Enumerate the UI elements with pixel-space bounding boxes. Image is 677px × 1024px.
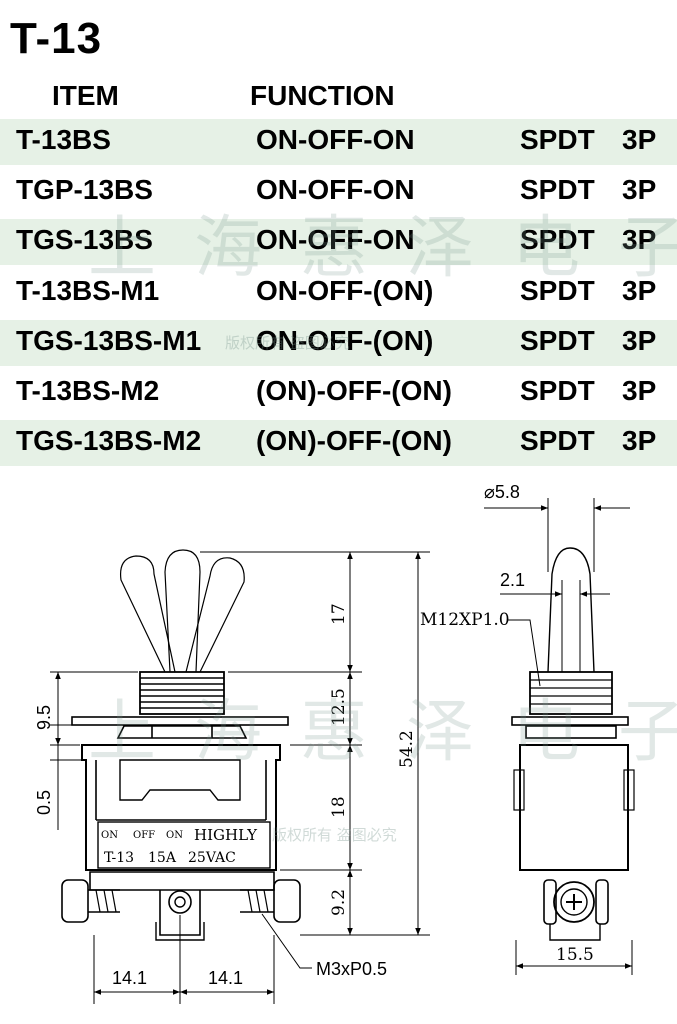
item-cell: TGP-13BS <box>16 174 153 205</box>
dim-18: 18 <box>329 796 349 818</box>
plate-on-right: ON <box>166 830 183 841</box>
plate-voltage: 25VAC <box>188 850 236 866</box>
side-view <box>511 547 635 941</box>
plate-brand: HIGHLY <box>194 826 258 844</box>
type-cell: SPDT <box>520 325 595 356</box>
type-cell: SPDT <box>520 425 595 456</box>
dim-15-5: 15.5 <box>556 945 594 965</box>
dim-2-1: 2.1 <box>500 570 525 590</box>
item-cell: TGS-13BS <box>16 224 153 255</box>
watermark-notice-lower: 版权所有 盗图必究 <box>272 826 397 844</box>
header-function: FUNCTION <box>250 80 395 111</box>
type-cell: SPDT <box>520 275 595 306</box>
item-cell: T-13BS <box>16 124 111 155</box>
function-cell: ON-OFF-(ON) <box>256 325 434 356</box>
watermark-notice: 版权所有 盗图必究 <box>225 334 350 352</box>
type-cell: SPDT <box>520 375 595 406</box>
thread-label: M12XP1.0 <box>420 610 510 630</box>
plate-off: OFF <box>133 830 155 841</box>
item-cell: T-13BS-M2 <box>16 375 160 406</box>
table-row: TGP-13BS ON-OFF-ON SPDT 3P <box>0 169 677 215</box>
page-title: T-13 <box>10 14 103 63</box>
function-cell: ON-OFF-ON <box>256 224 415 255</box>
item-cell: T-13BS-M1 <box>16 275 160 306</box>
dim-diameter-5-8: ⌀5.8 <box>484 482 520 502</box>
screw-label: M3xP0.5 <box>316 959 387 979</box>
dim-12-5: 12.5 <box>329 688 349 726</box>
side-dimensions <box>484 498 633 975</box>
front-dimensions <box>50 551 430 1004</box>
plate-current: 15A <box>148 850 177 866</box>
function-cell: (ON)-OFF-(ON) <box>256 425 452 456</box>
type-cell: SPDT <box>520 124 595 155</box>
pins-cell: 3P <box>622 425 657 456</box>
table-row: T-13BS-M1 ON-OFF-(ON) SPDT 3P <box>0 270 677 316</box>
dim-0-5: 0.5 <box>34 790 54 815</box>
function-cell: ON-OFF-ON <box>256 124 415 155</box>
pins-cell: 3P <box>622 224 657 255</box>
table-row: T-13BS ON-OFF-ON SPDT 3P <box>0 119 677 165</box>
item-cell: TGS-13BS-M2 <box>16 425 202 456</box>
item-cell: TGS-13BS-M1 <box>16 325 202 356</box>
function-cell: ON-OFF-ON <box>256 174 415 205</box>
dim-14-1-left: 14.1 <box>112 968 147 988</box>
dim-9-2: 9.2 <box>329 889 349 916</box>
table-row: TGS-13BS ON-OFF-ON SPDT 3P <box>0 219 677 265</box>
pins-cell: 3P <box>622 174 657 205</box>
pins-cell: 3P <box>622 124 657 155</box>
plate-on-left: ON <box>101 830 118 841</box>
table-row: TGS-13BS-M2 (ON)-OFF-(ON) SPDT 3P <box>0 420 677 466</box>
function-cell: ON-OFF-(ON) <box>256 275 434 306</box>
type-cell: SPDT <box>520 174 595 205</box>
table-row: TGS-13BS-M1 ON-OFF-(ON) SPDT 3P <box>0 320 677 366</box>
front-view <box>61 549 301 941</box>
plate-model: T-13 <box>104 850 134 866</box>
dim-14-1-right: 14.1 <box>208 968 243 988</box>
table-row: T-13BS-M2 (ON)-OFF-(ON) SPDT 3P <box>0 370 677 416</box>
function-cell: (ON)-OFF-(ON) <box>256 375 452 406</box>
header-item: ITEM <box>52 80 119 111</box>
dim-54-2: 54.2 <box>397 730 417 768</box>
pins-cell: 3P <box>622 375 657 406</box>
dim-17: 17 <box>329 603 349 625</box>
type-cell: SPDT <box>520 224 595 255</box>
pins-cell: 3P <box>622 275 657 306</box>
dim-9-5: 9.5 <box>34 705 54 730</box>
pins-cell: 3P <box>622 325 657 356</box>
